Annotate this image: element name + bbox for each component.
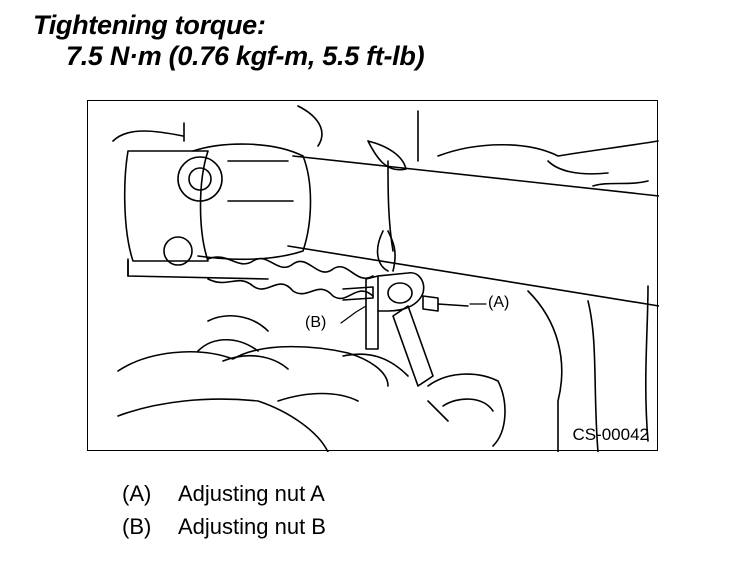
legend-text: Adjusting nut B bbox=[178, 514, 326, 539]
illustration-drawing bbox=[112, 105, 659, 452]
torque-heading: Tightening torque: 7.5 N·m (0.76 kgf-m, … bbox=[33, 10, 425, 72]
figure-code: CS-00042 bbox=[572, 425, 649, 444]
legend: (A) Adjusting nut A (B) Adjusting nut B bbox=[122, 477, 326, 543]
torque-title: Tightening torque: bbox=[33, 10, 266, 40]
callout-a-label: (A) bbox=[487, 294, 511, 312]
torque-value: 7.5 N·m (0.76 kgf-m, 5.5 ft-lb) bbox=[66, 41, 425, 72]
legend-item: (B) Adjusting nut B bbox=[122, 510, 326, 543]
legend-key: (B) bbox=[122, 514, 152, 539]
callout-b-label: (B) bbox=[304, 314, 328, 332]
legend-item: (A) Adjusting nut A bbox=[122, 477, 326, 510]
legend-text: Adjusting nut A bbox=[178, 481, 325, 506]
illustration-figure: (A) (B) CS-00042 bbox=[87, 100, 659, 452]
legend-key: (A) bbox=[122, 481, 152, 506]
